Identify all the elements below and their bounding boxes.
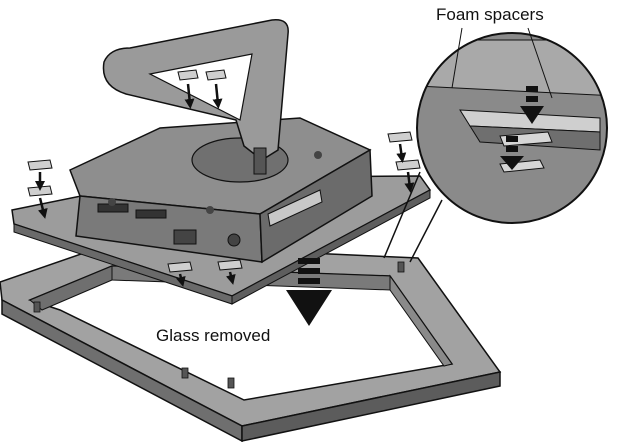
frame-rear-body [69, 117, 373, 264]
foam-spacers [27, 69, 421, 273]
small-down-arrows [35, 83, 415, 287]
glass-removed-label: Glass removed [156, 326, 271, 345]
detail-callout [383, 27, 608, 263]
foam-spacers-label: Foam spacers [436, 5, 544, 24]
picture-frame [0, 243, 502, 442]
easel-stand [102, 19, 289, 175]
dashed-down-arrow-icon [286, 258, 332, 326]
